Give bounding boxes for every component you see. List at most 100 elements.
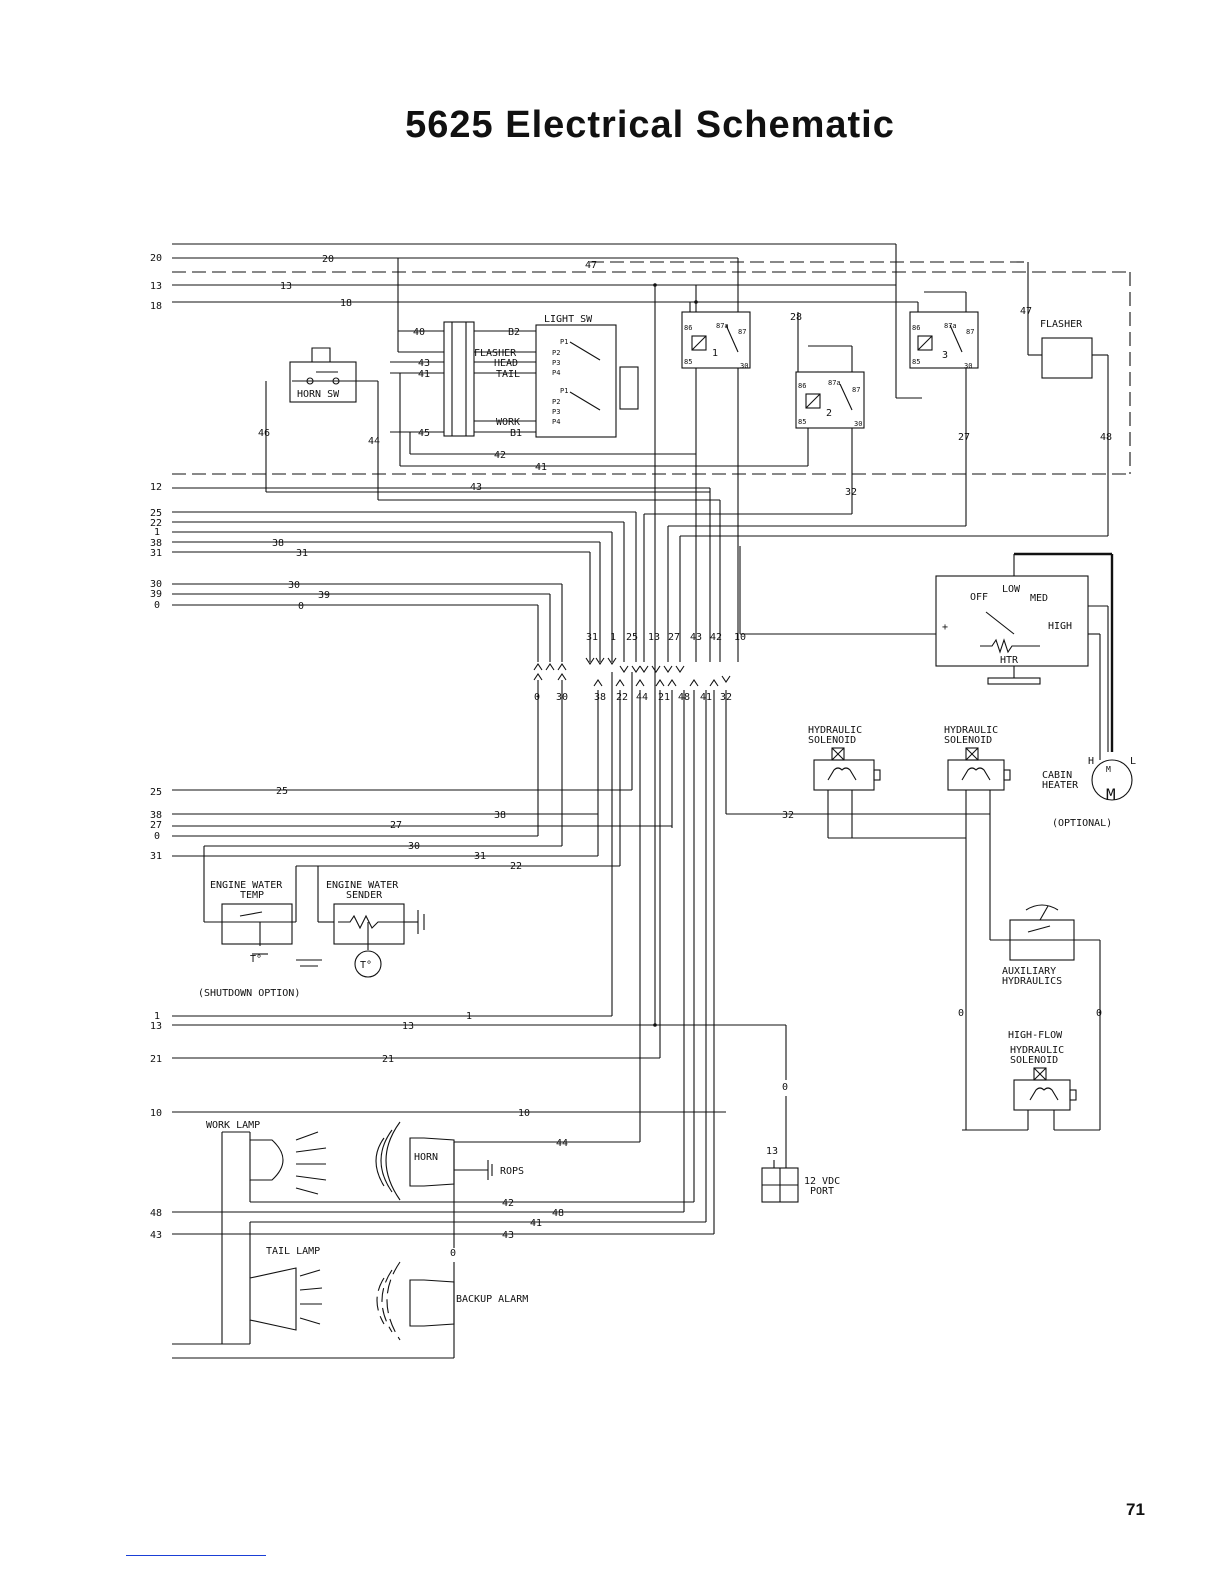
page-title: 5625 Electrical Schematic bbox=[405, 104, 895, 146]
connector-label: 25 bbox=[626, 632, 638, 643]
wire-label: 47 bbox=[585, 260, 597, 271]
heater-low: LOW bbox=[1002, 584, 1021, 595]
middle-wires: 42 41 43 38 31 30 39 0 bbox=[172, 373, 1130, 662]
wire-label: 46 bbox=[258, 428, 270, 439]
wire-label: 31 bbox=[296, 548, 308, 559]
connector-label: 22 bbox=[616, 692, 628, 703]
wire-label: 25 bbox=[276, 786, 288, 797]
wire-label: 28 bbox=[790, 312, 802, 323]
relay-pin: 30 bbox=[964, 362, 972, 370]
relay-pin: 87a bbox=[716, 322, 729, 330]
motor-h: H bbox=[1088, 756, 1094, 767]
motor-l: L bbox=[1130, 756, 1136, 767]
optional-label: (OPTIONAL) bbox=[1052, 818, 1112, 829]
temp-label: ENGINE WATER bbox=[210, 880, 283, 891]
wire-label: 0 bbox=[958, 1008, 964, 1019]
left-label: 43 bbox=[150, 1230, 162, 1241]
wire-label: 48 bbox=[1100, 432, 1112, 443]
terminal-label: WORK bbox=[496, 417, 520, 428]
light-switch: LIGHT SW B2 FLASHER HEAD TAIL WORK B1 P1… bbox=[390, 314, 639, 439]
relay-pin: 30 bbox=[854, 420, 862, 428]
relay-pin: 87 bbox=[966, 328, 974, 336]
solenoid-label: SOLENOID bbox=[808, 735, 856, 746]
top-wires: 20 47 13 18 47 bbox=[172, 243, 1131, 1025]
port-label: PORT bbox=[810, 1186, 834, 1197]
lower-harness: 25 38 27 30 31 22 32 1 13 21 10 bbox=[172, 672, 990, 1234]
terminal-label: B2 bbox=[508, 327, 520, 338]
relay-pin: 86 bbox=[912, 324, 920, 332]
left-label: 12 bbox=[150, 482, 162, 493]
left-label: 27 bbox=[150, 820, 162, 831]
work-lamp: WORK LAMP bbox=[206, 1120, 694, 1344]
left-label: 13 bbox=[150, 281, 162, 292]
wire-label: 43 bbox=[418, 358, 430, 369]
wire-label: 48 bbox=[552, 1208, 564, 1219]
wire-label: 40 bbox=[413, 327, 425, 338]
position-label: P4 bbox=[552, 418, 560, 426]
aux-label: HYDRAULICS bbox=[1002, 976, 1062, 987]
wire-label: 42 bbox=[502, 1198, 514, 1209]
page-number: 71 bbox=[1126, 1500, 1145, 1519]
relay-pin: 86 bbox=[798, 382, 806, 390]
position-label: P3 bbox=[552, 408, 560, 416]
auxiliary-hydraulics: AUXILIARY HYDRAULICS 0 0 bbox=[958, 904, 1102, 1130]
left-label: 25 bbox=[150, 508, 162, 519]
wire-label: 0 bbox=[450, 1248, 456, 1259]
cabin-heater: M H L M CABIN HEATER (OPTIONAL) bbox=[1042, 756, 1136, 829]
horn-switch: HORN SW 46 44 bbox=[258, 347, 380, 500]
left-label: 38 bbox=[150, 810, 162, 821]
connector-label: 1 bbox=[610, 632, 616, 643]
position-label: P4 bbox=[552, 369, 560, 377]
wire-label: 0 bbox=[782, 1082, 788, 1093]
plus-sign: + bbox=[942, 622, 948, 633]
left-label: 1 bbox=[154, 1011, 160, 1022]
relay-1: 86 87a 87 85 30 1 bbox=[681, 311, 751, 478]
left-label: 30 bbox=[150, 579, 162, 590]
relay-3: 86 87a 87 85 30 3 27 bbox=[909, 291, 979, 526]
cabin-label: CABIN bbox=[1042, 770, 1072, 781]
wire-label: 44 bbox=[368, 436, 380, 447]
tail-lamp: TAIL LAMP bbox=[249, 1222, 323, 1344]
tail-lamp-label: TAIL LAMP bbox=[266, 1246, 320, 1257]
heater-med: MED bbox=[1030, 593, 1048, 604]
wire-label: 27 bbox=[390, 820, 402, 831]
relay-pin: 86 bbox=[684, 324, 692, 332]
wire-label: 45 bbox=[418, 428, 430, 439]
flasher-label: FLASHER bbox=[1040, 319, 1083, 330]
heater-htr: HTR bbox=[1000, 655, 1019, 666]
terminal-label: HEAD bbox=[494, 358, 518, 369]
relay-pin: 87a bbox=[828, 379, 841, 387]
connector-label: 10 bbox=[734, 632, 746, 643]
motor-m: M bbox=[1106, 785, 1116, 804]
backup-alarm: BACKUP ALARM bbox=[172, 1261, 528, 1359]
wire-label: 13 bbox=[280, 281, 292, 292]
wire-label: 21 bbox=[382, 1054, 394, 1065]
left-label: 0 bbox=[154, 831, 160, 842]
relay-pin: 30 bbox=[740, 362, 748, 370]
solenoid-label: HYDRAULIC bbox=[944, 725, 998, 736]
wire-label: 43 bbox=[470, 482, 482, 493]
terminal-label: FLASHER bbox=[474, 348, 517, 359]
sender-label: ENGINE WATER bbox=[326, 880, 399, 891]
heater-off: OFF bbox=[970, 592, 988, 603]
left-label: 39 bbox=[150, 589, 162, 600]
shutdown-label: (SHUTDOWN OPTION) bbox=[198, 988, 300, 999]
high-flow-solenoid: HIGH-FLOW HYDRAULIC SOLENOID bbox=[962, 1030, 1100, 1131]
engine-water-sender: ENGINE WATER SENDER T° bbox=[317, 866, 425, 978]
temp-symbol: T° bbox=[250, 954, 262, 965]
relay-pin: 85 bbox=[798, 418, 806, 426]
wire-label: 22 bbox=[510, 861, 522, 872]
cabin-label: HEATER bbox=[1042, 780, 1079, 791]
heater-high: HIGH bbox=[1048, 621, 1072, 632]
connector-label: 42 bbox=[710, 632, 722, 643]
horn: HORN ROPS 44 42 48 41 43 0 bbox=[172, 1121, 714, 1259]
connector-label: 44 bbox=[636, 692, 648, 703]
wire-label: 32 bbox=[782, 810, 794, 821]
sender-label: SENDER bbox=[346, 890, 383, 901]
highflow-label: HYDRAULIC bbox=[1010, 1045, 1064, 1056]
wire-label: 38 bbox=[272, 538, 284, 549]
highflow-label: HIGH-FLOW bbox=[1008, 1030, 1063, 1041]
left-label: 48 bbox=[150, 1208, 162, 1219]
wire-label: 41 bbox=[530, 1218, 542, 1229]
